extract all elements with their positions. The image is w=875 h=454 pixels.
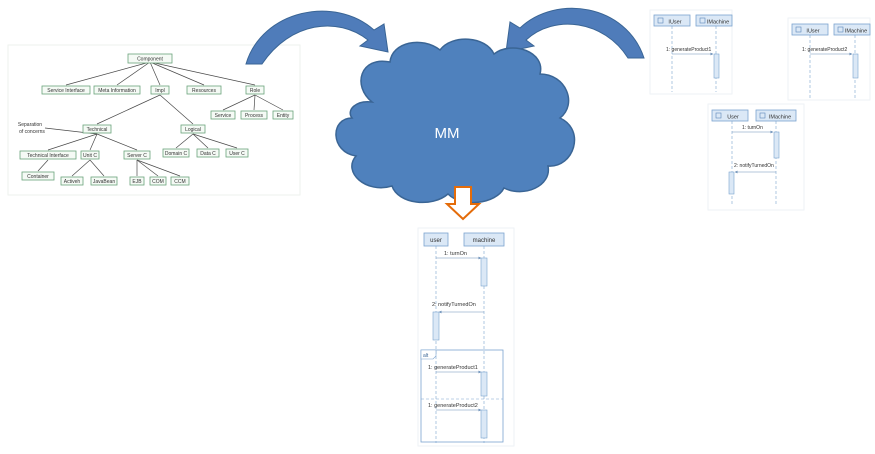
node-logical bbox=[180, 124, 206, 134]
tree-unit-1: JavaBean bbox=[93, 179, 115, 185]
node-role-0 bbox=[210, 110, 236, 120]
tree-l1-2: Impl bbox=[155, 88, 164, 94]
curved-arrow-right bbox=[505, 7, 645, 59]
node-data bbox=[196, 148, 220, 158]
tree-edges bbox=[37, 61, 284, 177]
lifeline-label: IUser bbox=[806, 29, 819, 35]
message-label: 1: generateProduct2 bbox=[802, 47, 848, 53]
node-container bbox=[21, 171, 55, 181]
activation-bar bbox=[432, 311, 440, 341]
lifeline-box bbox=[695, 14, 733, 27]
tree-role-0: Service bbox=[215, 113, 232, 119]
node-com bbox=[149, 176, 167, 186]
activation-bar bbox=[773, 131, 780, 159]
fragment-label: alt bbox=[423, 353, 429, 359]
node-user bbox=[225, 148, 249, 158]
node-role-2 bbox=[272, 110, 294, 120]
node-l1-4 bbox=[245, 85, 265, 95]
message-label: 1: turnOn bbox=[444, 251, 467, 257]
activation-bar bbox=[480, 257, 488, 287]
node-l1-3 bbox=[186, 85, 222, 95]
lifeline-label: IMachine bbox=[769, 115, 791, 121]
node-activeh bbox=[60, 176, 84, 186]
activation-bar bbox=[480, 409, 488, 439]
component-tree: Component Service Interface Meta Informa… bbox=[7, 44, 301, 196]
tree-role-2: Entity bbox=[277, 113, 290, 119]
tree-unit-0: Activeh bbox=[64, 179, 81, 185]
tree-tech-1: Unit C bbox=[83, 153, 97, 159]
node-l1-0 bbox=[41, 85, 91, 95]
lifeline-label: IMachine bbox=[707, 20, 729, 26]
node-domain bbox=[162, 148, 190, 158]
activation-bar bbox=[852, 53, 859, 79]
tree-labels: Component Service Interface Meta Informa… bbox=[18, 57, 290, 186]
node-role-1 bbox=[240, 110, 268, 120]
tree-l1-3: Resources bbox=[192, 88, 216, 94]
lifeline-label: User bbox=[727, 115, 739, 121]
message-label: 2: notifyTurnedOn bbox=[734, 163, 774, 169]
node-tech-iface bbox=[19, 150, 77, 160]
tree-logical-1: Data C bbox=[200, 151, 216, 157]
tree-tech-2: Server C bbox=[127, 153, 147, 159]
tree-server-2: CCM bbox=[174, 179, 185, 185]
lifeline-label: IMachine bbox=[845, 29, 867, 35]
tree-logical-2: User C bbox=[229, 151, 245, 157]
activation-bar bbox=[480, 371, 488, 397]
tree-nodes bbox=[19, 53, 294, 186]
seq-top-left: IUser IMachine 1: generateProduct1 bbox=[649, 9, 733, 95]
activation-bar bbox=[728, 171, 735, 195]
node-l1-2 bbox=[150, 85, 170, 95]
tree-l1-0: Service Interface bbox=[47, 88, 85, 94]
lifeline-box bbox=[833, 23, 871, 36]
tree-l1-4: Role bbox=[250, 88, 261, 94]
seq-bottom: user machine 1: turnOn 2: notifyTurnedOn… bbox=[417, 227, 515, 447]
tree-sep-0: Separation bbox=[18, 122, 42, 128]
node-ccm bbox=[170, 176, 190, 186]
activation-bar bbox=[713, 53, 720, 79]
seq-mid-right: User IMachine 1: turnOn 2: notifyTurnedO… bbox=[707, 103, 805, 211]
node-ejb bbox=[129, 176, 145, 186]
node-unit bbox=[80, 150, 100, 160]
node-technical bbox=[82, 124, 112, 134]
tree-role-1: Process bbox=[245, 113, 264, 119]
tree-container: Container bbox=[27, 174, 49, 180]
lifeline-box bbox=[711, 109, 749, 122]
node-root bbox=[127, 53, 173, 64]
node-server bbox=[123, 150, 151, 160]
cloud-shape: MM bbox=[335, 38, 576, 204]
tree-l1-1: Meta Information bbox=[98, 88, 136, 94]
cloud-label: MM bbox=[435, 125, 460, 142]
seq-top-right: IUser IMachine 1: generateProduct2 bbox=[787, 17, 871, 101]
node-javabean bbox=[90, 176, 118, 186]
message-label: 1: generateProduct1 bbox=[666, 47, 712, 53]
lifeline-label: IUser bbox=[668, 20, 681, 26]
curved-arrow-left bbox=[245, 10, 389, 65]
message-label: 1: turnOn bbox=[742, 125, 763, 131]
tree-root-label: Component bbox=[137, 57, 163, 63]
tree-sep-1: of concerns bbox=[19, 129, 45, 135]
tree-server-1: COM bbox=[152, 179, 164, 185]
node-l1-1 bbox=[93, 85, 141, 95]
lifeline-label: user bbox=[430, 238, 442, 244]
tree-server-0: EJB bbox=[132, 179, 142, 185]
tree-impl-1: Logical bbox=[185, 127, 201, 133]
message-label: 2: notifyTurnedOn bbox=[432, 302, 476, 308]
message-label: 1: generateProduct1 bbox=[428, 365, 478, 371]
down-arrow bbox=[444, 186, 482, 221]
message-label: 1: generateProduct2 bbox=[428, 403, 478, 409]
tree-logical-0: Domain C bbox=[165, 151, 188, 157]
lifeline-label: machine bbox=[473, 238, 496, 244]
tree-impl-0: Technical bbox=[87, 127, 108, 133]
tree-panel bbox=[7, 44, 301, 196]
tree-tech-0: Technical Interface bbox=[27, 153, 69, 159]
combined-fragment bbox=[420, 349, 504, 443]
